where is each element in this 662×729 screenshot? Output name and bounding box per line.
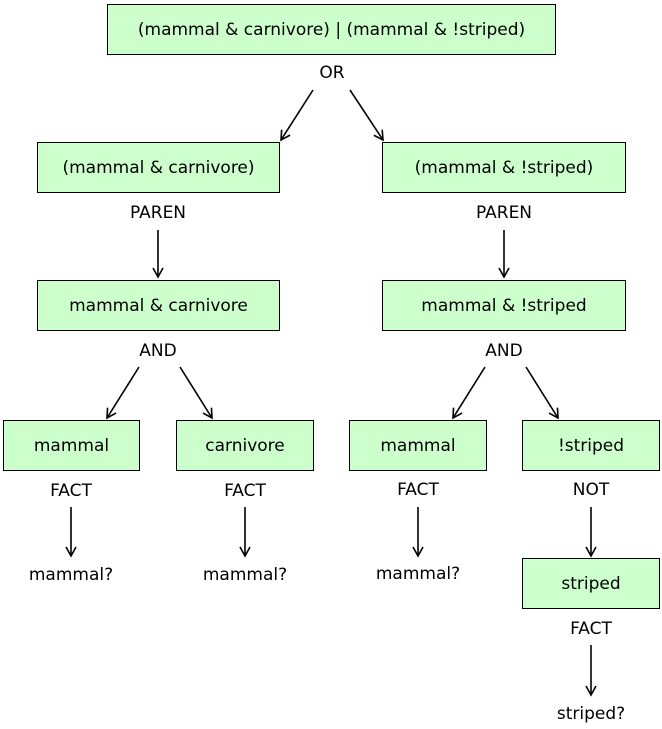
right-and-node: mammal & !striped	[382, 280, 626, 331]
right-mammal-operator-label: FACT	[397, 480, 439, 500]
edge-right-and-to-not-striped	[525, 366, 559, 420]
edge-right-and-to-mammal	[452, 366, 486, 420]
left-and-operator-label: AND	[139, 341, 177, 361]
striped-operator-label: FACT	[570, 619, 612, 639]
left-mammal-operator-label: FACT	[50, 481, 92, 501]
edge-root-to-right-paren	[349, 89, 384, 142]
not-striped-operator-label: NOT	[572, 480, 610, 500]
left-mammal-node: mammal	[3, 420, 140, 471]
right-paren-operator-label: PAREN	[475, 203, 533, 223]
left-paren-node: (mammal & carnivore)	[37, 142, 280, 193]
not-striped-node: !striped	[522, 420, 660, 471]
edge-left-and-to-mammal	[106, 366, 140, 420]
right-and-operator-label: AND	[485, 341, 523, 361]
edge-left-and-to-carnivore	[179, 366, 213, 420]
right-mammal-node: mammal	[349, 420, 487, 471]
leaf-mammal-query-1: mammal?	[28, 565, 114, 585]
leaf-mammal-query-2: mammal?	[202, 565, 288, 585]
striped-node: striped	[522, 558, 660, 609]
left-and-node: mammal & carnivore	[37, 280, 280, 331]
root-node: (mammal & carnivore) | (mammal & !stripe…	[107, 4, 556, 55]
edge-root-to-left-paren	[280, 89, 314, 142]
carnivore-operator-label: FACT	[224, 481, 266, 501]
carnivore-node: carnivore	[176, 420, 314, 471]
leaf-striped-query: striped?	[556, 704, 626, 724]
root-operator-label: OR	[319, 63, 345, 83]
left-paren-operator-label: PAREN	[129, 203, 187, 223]
right-paren-node: (mammal & !striped)	[382, 142, 626, 193]
leaf-mammal-query-3: mammal?	[375, 564, 461, 584]
